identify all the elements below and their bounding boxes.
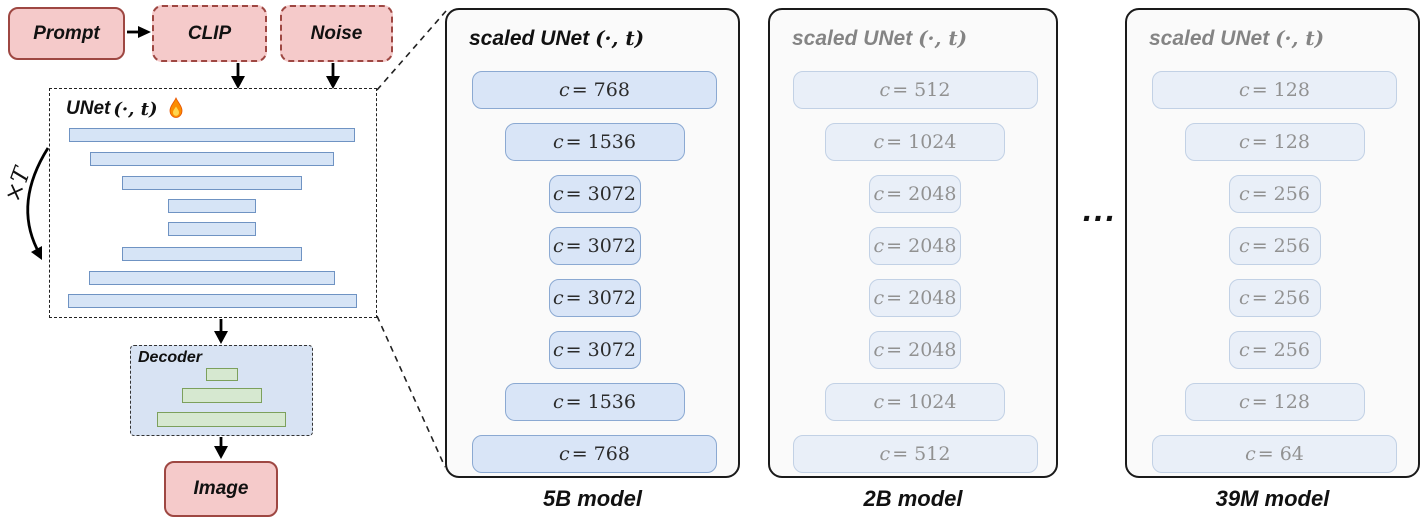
unet-title-text: UNet	[66, 98, 111, 119]
arrow-unet-to-decoder	[214, 319, 228, 344]
decoder-label: Decoder	[138, 349, 203, 366]
panel-title: scaled UNet (·, t)	[469, 26, 645, 50]
channel-pill: c = 3072	[548, 279, 641, 317]
channel-pill: c = 768	[472, 435, 717, 473]
decoder-bar	[205, 368, 238, 381]
channel-pill: c = 256	[1228, 227, 1321, 265]
panel-title: scaled UNet (·, t)	[792, 26, 968, 50]
unet-bar	[89, 271, 335, 285]
channel-pill: c = 768	[472, 71, 717, 109]
channel-pill: c = 1536	[504, 123, 685, 161]
panel-caption: 2B model	[863, 486, 963, 511]
channel-pill: c = 3072	[548, 331, 641, 369]
prompt-box: Prompt	[8, 7, 125, 60]
unet-title-math: (·, t)	[113, 98, 158, 120]
prompt-label: Prompt	[33, 22, 100, 44]
noise-label: Noise	[310, 22, 363, 44]
arrow-clip-to-unet	[231, 63, 245, 89]
panel-caption: 39M model	[1215, 486, 1330, 511]
channel-pill: c = 512	[792, 435, 1038, 473]
channel-pill: c = 2048	[869, 227, 961, 265]
channel-pill: c = 1024	[825, 383, 1005, 421]
decoder-bar	[181, 388, 262, 403]
image-label: Image	[193, 478, 249, 499]
channel-pill: c = 512	[792, 71, 1038, 109]
zoom-connector-bottom	[376, 315, 446, 468]
ellipsis: ...	[1082, 191, 1118, 229]
channel-pill: c = 128	[1184, 123, 1365, 161]
noise-box: Noise	[280, 5, 393, 62]
unet-bar	[168, 199, 256, 213]
unet-bar	[168, 222, 256, 236]
panel-caption: 5B model	[542, 486, 643, 511]
arrow-noise-to-unet	[326, 63, 340, 89]
arrow-prompt-to-clip	[127, 26, 151, 38]
channel-pill: c = 64	[1152, 435, 1397, 473]
unet-bar	[67, 294, 357, 308]
clip-box: CLIP	[152, 5, 267, 62]
clip-label: CLIP	[187, 22, 232, 44]
scaled-unet-panel: scaled UNet (·, t) c = 512 c = 1024 c = 204…	[768, 8, 1058, 478]
decoder-bar	[157, 412, 286, 427]
unet-title: UNet (·, t)	[66, 97, 188, 121]
image-box: Image	[164, 461, 278, 517]
unet-bar	[122, 176, 302, 190]
scaled-unet-panel: scaled UNet (·, t) c = 128 c = 128 c = 256 c…	[1125, 8, 1420, 478]
unet-bar	[122, 247, 302, 261]
unet-bar	[90, 152, 334, 166]
panel-content: scaled UNet (·, t) c = 768 c = 1536 c = 307…	[447, 10, 738, 476]
unet-bar	[69, 128, 355, 142]
channel-pill: c = 2048	[869, 175, 961, 213]
channel-pill: c = 3072	[548, 227, 641, 265]
channel-pill: c = 256	[1228, 279, 1321, 317]
channel-pill: c = 256	[1228, 175, 1321, 213]
channel-pill: c = 3072	[548, 175, 641, 213]
scaled-unet-panel: scaled UNet (·, t) c = 768 c = 1536 c = 307…	[445, 8, 740, 478]
channel-pill: c = 128	[1152, 71, 1397, 109]
panel-content: scaled UNet (·, t) c = 512 c = 1024 c = 204…	[770, 10, 1056, 476]
unet-box	[49, 88, 377, 318]
panel-title: scaled UNet (·, t)	[1149, 26, 1325, 50]
channel-pill: c = 1536	[504, 383, 685, 421]
arrow-decoder-to-image	[214, 437, 228, 459]
channel-pill: c = 2048	[869, 279, 961, 317]
channel-pill: c = 256	[1228, 331, 1321, 369]
panel-content: scaled UNet (·, t) c = 128 c = 128 c = 256 c…	[1127, 10, 1418, 476]
channel-pill: c = 128	[1184, 383, 1365, 421]
channel-pill: c = 1024	[825, 123, 1005, 161]
fire-icon	[169, 97, 182, 118]
channel-pill: c = 2048	[869, 331, 961, 369]
loop-count-label: ×T	[0, 164, 37, 206]
